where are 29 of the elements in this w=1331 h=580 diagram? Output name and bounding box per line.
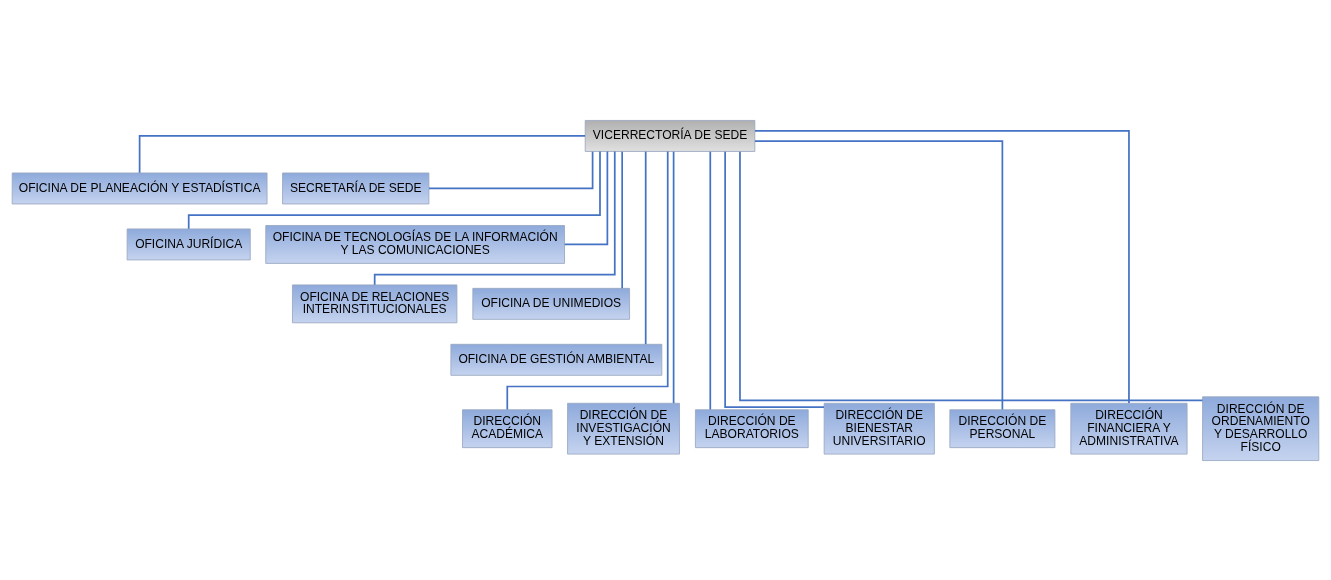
connector bbox=[373, 150, 616, 286]
connector bbox=[621, 150, 623, 289]
node-box: DIRECCIÓN DE PERSONAL bbox=[949, 408, 1056, 448]
connector bbox=[754, 139, 1004, 410]
connector bbox=[428, 150, 594, 189]
node-box: DIRECCIÓN FINANCIERA Y ADMINISTRATIVA bbox=[1070, 402, 1188, 455]
node-box: OFICINA DE GESTIÓN AMBIENTAL bbox=[450, 343, 663, 376]
node-box: DIRECCIÓN DE ORDENAMIENTO Y DESARROLLO FÍSICO bbox=[1202, 395, 1320, 461]
connector bbox=[724, 150, 825, 408]
node-box: OFICINA JURÍDICA bbox=[126, 228, 251, 260]
connector bbox=[563, 150, 609, 245]
node-box: SECRETARÍA DE SEDE bbox=[282, 172, 430, 204]
connector bbox=[138, 134, 586, 174]
connector bbox=[739, 150, 1204, 401]
node-box: DIRECCIÓN DE BIENESTAR UNIVERSITARIO bbox=[823, 402, 935, 455]
connector bbox=[506, 150, 669, 410]
connector bbox=[754, 129, 1130, 404]
node-box: DIRECCIÓN ACADÉMICA bbox=[462, 408, 553, 448]
node-box: OFICINA DE TECNOLOGÍAS DE LA INFORMACIÓN Y LAS COMUNICACIONES bbox=[265, 224, 565, 264]
connector bbox=[644, 150, 647, 345]
connector bbox=[672, 150, 675, 404]
node-box: OFICINA DE RELACIONES INTERINSTITUCIONALES bbox=[292, 283, 458, 323]
node-box: VICERRECTORÍA DE SEDE bbox=[584, 119, 756, 152]
node-box: DIRECCIÓN DE INVESTIGACIÓN Y EXTENSIÓN bbox=[567, 402, 680, 455]
connector bbox=[709, 150, 712, 410]
node-box: DIRECCIÓN DE LABORATORIOS bbox=[695, 408, 809, 448]
node-box: OFICINA DE UNIMEDIOS bbox=[472, 287, 630, 320]
node-box: OFICINA DE PLANEACIÓN Y ESTADÍSTICA bbox=[11, 172, 268, 204]
connector bbox=[187, 150, 601, 230]
